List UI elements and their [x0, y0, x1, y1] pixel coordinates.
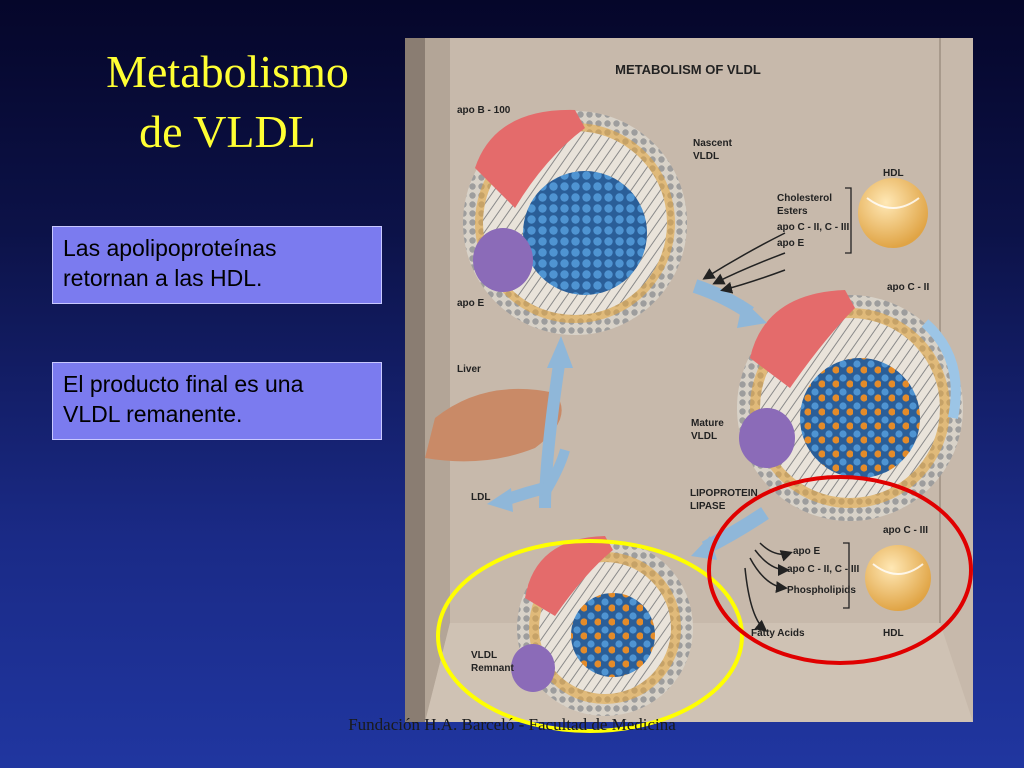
- title-line-1: Metabolismo: [106, 46, 349, 97]
- nascent-vldl-particle: [463, 109, 687, 335]
- vldl-metabolism-figure: METABOLISM OF VLDL: [405, 38, 973, 733]
- label-apo-c2: apo C - II: [887, 282, 929, 293]
- remnant-apo-e-protein: [511, 644, 555, 692]
- remnant-apo-b100-protein: [525, 536, 613, 616]
- liver-organ: [425, 388, 562, 462]
- hdl-particle-top: [858, 178, 928, 248]
- apo-c2-protein: [921, 319, 961, 419]
- arrow-remnant-to-liver: [539, 357, 566, 509]
- label-lpl-1: LIPOPROTEIN: [690, 488, 758, 499]
- side-wall: [425, 38, 450, 722]
- box1-line-1: Las apolipoproteínas: [63, 235, 277, 261]
- box2-line-1: El producto final es una: [63, 371, 304, 397]
- box2-line-2: VLDL remanente.: [63, 401, 243, 427]
- apo-b100-protein: [475, 109, 585, 208]
- slide-footer: Fundación H.A. Barceló - Facultad de Med…: [348, 715, 676, 734]
- label-apo-e-left: apo E: [457, 298, 485, 309]
- figure-heading: METABOLISM OF VLDL: [615, 62, 761, 77]
- label-fatty-acids: Fatty Acids: [751, 628, 805, 639]
- mature-apo-e-protein: [739, 408, 795, 468]
- mature-vldl-particle: [737, 290, 963, 521]
- hdl-particle-bottom: [865, 545, 931, 611]
- title-line-2: de VLDL: [139, 106, 316, 157]
- label-mature-2: VLDL: [691, 431, 717, 442]
- vldl-remnant-particle: [511, 536, 693, 716]
- label-nascent-2: VLDL: [693, 151, 719, 162]
- mature-apo-b100-protein: [750, 290, 855, 388]
- label-apo-e-bottom: apo E: [793, 546, 821, 557]
- label-mature-1: Mature: [691, 418, 724, 429]
- label-hdl-bottom: HDL: [883, 628, 904, 639]
- slide-title: Metabolismo de VLDL: [60, 42, 395, 162]
- red-highlight-ellipse: [707, 475, 973, 665]
- label-liver: Liver: [457, 364, 481, 375]
- label-cholesterol-1: Cholesterol: [777, 193, 832, 204]
- remnant-note-box: El producto final es una VLDL remanente.: [52, 362, 382, 440]
- label-nascent-1: Nascent: [693, 138, 733, 149]
- label-apo-c-bottom: apo C - II, C - III: [787, 564, 859, 575]
- apolipoprotein-note-box: Las apolipoproteínas retornan a las HDL.: [52, 226, 382, 304]
- label-hdl-top: HDL: [883, 168, 904, 179]
- label-cholesterol-2: Esters: [777, 206, 808, 217]
- label-apo-c-list: apo C - II, C - III: [777, 222, 849, 233]
- apo-e-protein: [473, 228, 533, 292]
- label-remnant-1: VLDL: [471, 650, 497, 661]
- label-ldl: LDL: [471, 492, 490, 503]
- label-remnant-2: Remnant: [471, 663, 514, 674]
- label-apo-b100: apo B - 100: [457, 105, 511, 116]
- yellow-highlight-ellipse: [436, 539, 744, 733]
- label-lpl-2: LIPASE: [690, 501, 726, 512]
- label-phospholipids: Phospholipids: [787, 585, 856, 596]
- label-apo-c3: apo C - III: [883, 525, 928, 536]
- label-apo-e-list: apo E: [777, 238, 805, 249]
- box1-line-2: retornan a las HDL.: [63, 265, 263, 291]
